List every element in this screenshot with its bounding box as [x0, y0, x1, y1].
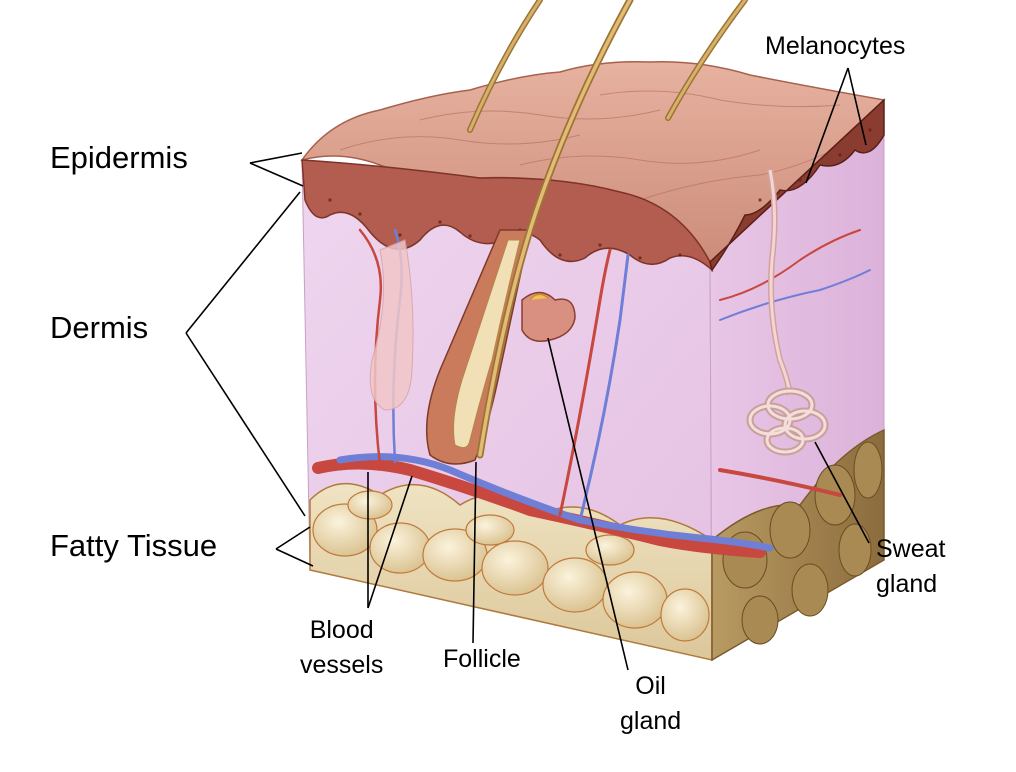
oil-gland-label: Oil gland	[620, 672, 681, 736]
oil-gland-label-line1: Oil	[620, 672, 681, 701]
fatty-tissue-label: Fatty Tissue	[50, 528, 217, 564]
sweat-gland-label-line2: gland	[876, 570, 945, 599]
blood-vessels-label: Blood vessels	[300, 616, 383, 680]
sweat-gland-label-line1: Sweat	[876, 535, 945, 564]
melanocytes-label: Melanocytes	[765, 32, 905, 61]
oil-gland-label-line2: gland	[620, 707, 681, 736]
follicle-label: Follicle	[443, 645, 521, 674]
dermis-label: Dermis	[50, 310, 148, 346]
epidermis-label: Epidermis	[50, 140, 188, 176]
blood-vessels-label-line2: vessels	[300, 651, 383, 680]
blood-vessels-label-line1: Blood	[300, 616, 383, 645]
sweat-gland-label: Sweat gland	[876, 535, 945, 599]
